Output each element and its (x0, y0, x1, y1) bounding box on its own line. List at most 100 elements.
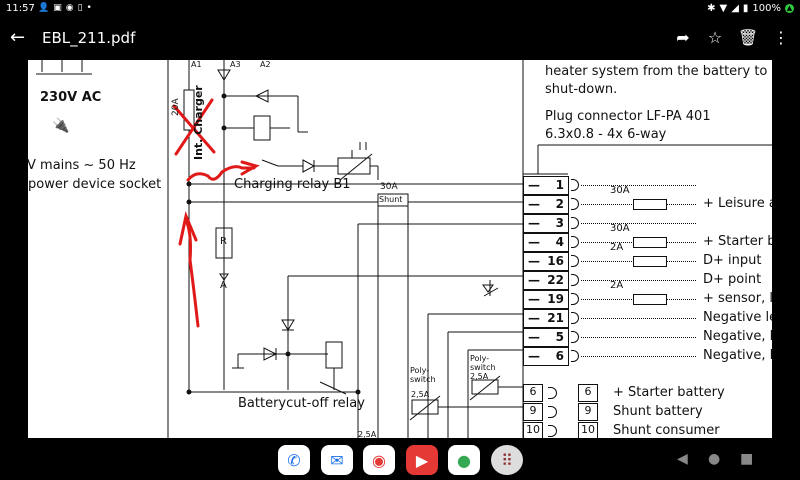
fuse-symbol (633, 256, 667, 267)
fuse-label: 30A (610, 185, 630, 196)
fuse-symbol (633, 199, 667, 210)
pin-dash: — (528, 292, 540, 306)
lower-pin-label: + Starter battery (613, 385, 725, 400)
shunt-label: Shunt (379, 195, 403, 204)
ground-a-label: A (220, 280, 227, 291)
fuse-20a-label: 20A (171, 98, 181, 116)
plug-icon: 🔌 (52, 118, 70, 134)
recents-nav-icon[interactable]: ■ (740, 451, 754, 467)
pin-number: 16 (547, 254, 564, 268)
pin-1: —1 (523, 176, 569, 195)
share-icon[interactable]: ➦ (676, 28, 690, 47)
polyswitch-1-amp: 2,5A (411, 390, 430, 399)
pin-6: —6 (523, 347, 569, 366)
heater-text: heater system from the battery to p (545, 64, 772, 79)
pin-number: 21 (547, 311, 564, 325)
pin-label: D+ point (703, 272, 762, 287)
messages-app-icon[interactable]: ✉ (321, 445, 353, 475)
maps-app-icon[interactable]: ● (448, 445, 480, 475)
sim-icon: ▯ (77, 3, 83, 13)
fuse-symbol (633, 237, 667, 248)
bluetooth-icon: ✱ (707, 3, 716, 14)
star-icon[interactable]: ☆ (707, 28, 723, 47)
pin-socket-icon (571, 350, 579, 362)
pin-socket-icon (571, 198, 579, 210)
polyswitch-2-amp: 2,5A (470, 372, 489, 381)
pin-lead (581, 280, 696, 281)
pin-number: 4 (555, 235, 564, 249)
pin-number: 19 (547, 292, 564, 306)
app-bar: ← EBL_211.pdf ➦ ☆ 🗑 ⋮ (0, 18, 800, 60)
pin-number: 2 (555, 197, 564, 211)
int-charger-label: Int. Charger (192, 85, 205, 160)
trash-icon[interactable]: 🗑 (737, 28, 759, 47)
pin-dash: — (528, 273, 540, 287)
pdf-page[interactable]: 230V AC 🔌 V mains ~ 50 Hz power device s… (28, 60, 772, 438)
terminal-a3: A3 (230, 60, 241, 69)
lower-pin-left: 10 (523, 422, 543, 438)
shutdown-text: shut-down. (545, 82, 618, 97)
back-arrow-icon[interactable]: ← (10, 27, 26, 48)
pin-label: Negative, l (703, 348, 772, 363)
pin-number: 5 (555, 330, 564, 344)
pin-dash: — (528, 254, 540, 268)
status-bar: 11:57 👤 ▣ ◉ ▯ • ✱ ▼ ◢ ▮ 100% ▲ (0, 0, 800, 18)
pin-label: + Starter b (703, 234, 772, 249)
resistor-label: R (220, 236, 227, 247)
pin-socket-icon (571, 217, 579, 229)
person-icon: 👤 (38, 3, 50, 13)
pin-label: D+ input (703, 253, 762, 268)
cutoff-relay-label: Batterycut-off relay (238, 396, 365, 411)
pin-3: —3 (523, 214, 569, 233)
pin-label: + Leisure a (703, 196, 772, 211)
pin-number: 1 (555, 178, 564, 192)
pin-5: —5 (523, 328, 569, 347)
pin-number: 3 (555, 216, 564, 230)
bottom-amp-label: 2,5A (358, 430, 377, 438)
pin-21: —21 (523, 309, 569, 328)
pin-label: Negative, l (703, 329, 772, 344)
dot-icon: • (86, 3, 92, 13)
pin-socket-icon (571, 179, 579, 191)
pin-number: 6 (555, 349, 564, 363)
pin-16: — 16 (523, 252, 569, 271)
fuse-label: 2A (610, 242, 624, 253)
pin-number: 22 (547, 273, 564, 287)
pin-dash: — (528, 216, 540, 230)
lower-pin-label: Shunt battery (613, 404, 703, 419)
pin-dash: — (528, 197, 540, 211)
lower-pin-right: 9 (578, 403, 598, 421)
youtube-app-icon[interactable]: ▶ (406, 445, 438, 475)
lower-pin-label: Shunt consumer (613, 423, 720, 438)
nav-bar (0, 438, 800, 480)
phone-app-icon[interactable]: ✆ (278, 445, 310, 475)
document-title: EBL_211.pdf (42, 29, 136, 47)
pin-socket-icon (571, 331, 579, 343)
mains-label: V mains ~ 50 Hz (28, 158, 136, 173)
pin-dash: — (528, 178, 540, 192)
notification-icons: 👤 ▣ ◉ ▯ • (38, 3, 92, 13)
back-nav-icon[interactable]: ◀ (677, 451, 688, 467)
apps-drawer-icon[interactable]: ⠿ (491, 445, 523, 475)
pin-2: —2 (523, 195, 569, 214)
lower-pin-socket-icon (548, 406, 557, 418)
fuse-label: 30A (610, 223, 630, 234)
pin-lead (581, 223, 696, 224)
more-vert-icon[interactable]: ⋮ (773, 28, 789, 47)
charging-relay-label: Charging relay B1 (234, 177, 351, 192)
pin-22: — 22 (523, 271, 569, 290)
home-nav-icon[interactable]: ● (708, 451, 721, 467)
pin-4: —4 (523, 233, 569, 252)
status-time: 11:57 (6, 3, 35, 14)
lower-pin-left: 9 (523, 403, 543, 421)
pin-lead (581, 337, 696, 338)
system-status-icons: ✱ ▼ ◢ ▮ 100% ▲ (707, 3, 794, 14)
pin-label: Negative le (703, 310, 772, 325)
chrome-app-icon[interactable]: ◉ (363, 445, 395, 475)
lower-pin-left: 6 (523, 384, 543, 402)
circuit-diagram (36, 60, 772, 438)
battery-level: 100% (752, 3, 781, 14)
polyswitch-2-label: Poly-switch (470, 354, 496, 372)
voltage-label: 230V AC (40, 90, 102, 105)
pin-lead (581, 318, 696, 319)
